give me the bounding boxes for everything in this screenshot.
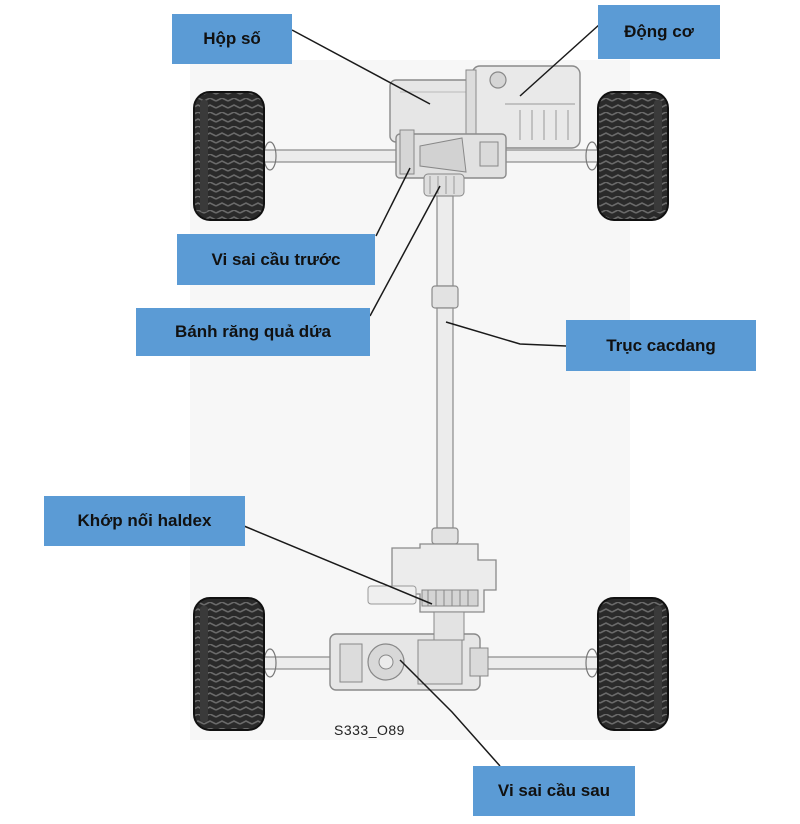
rear-left-tire xyxy=(193,597,265,731)
front-left-tire xyxy=(193,91,265,221)
label-rear-differential: Vi sai cầu sau xyxy=(473,766,635,816)
leader-front-differential xyxy=(375,167,411,237)
haldex-coupling-body xyxy=(367,543,497,613)
label-driveshaft: Trục cacdang xyxy=(566,320,756,371)
label-pinion-gear: Bánh răng quả dứa xyxy=(136,308,370,356)
leader-pinion-gear xyxy=(369,185,441,317)
label-haldex-coupling: Khớp nối haldex xyxy=(44,496,245,546)
rear-right-tire xyxy=(597,597,669,731)
leader-gearbox xyxy=(291,29,431,105)
label-front-differential: Vi sai cầu trước xyxy=(177,234,375,285)
label-gearbox: Hộp số xyxy=(172,14,292,64)
engine-body xyxy=(465,65,581,149)
leader-lines xyxy=(243,23,601,767)
leader-rear-differential xyxy=(399,659,501,767)
front-differential-body xyxy=(395,129,507,197)
rear-differential-body xyxy=(329,611,489,691)
front-right-tire xyxy=(597,91,669,221)
leader-haldex-coupling xyxy=(243,525,433,605)
figure-code: S333_O89 xyxy=(334,722,405,738)
leader-engine xyxy=(519,23,601,97)
label-engine: Động cơ xyxy=(598,5,720,59)
leader-driveshaft xyxy=(445,321,567,347)
